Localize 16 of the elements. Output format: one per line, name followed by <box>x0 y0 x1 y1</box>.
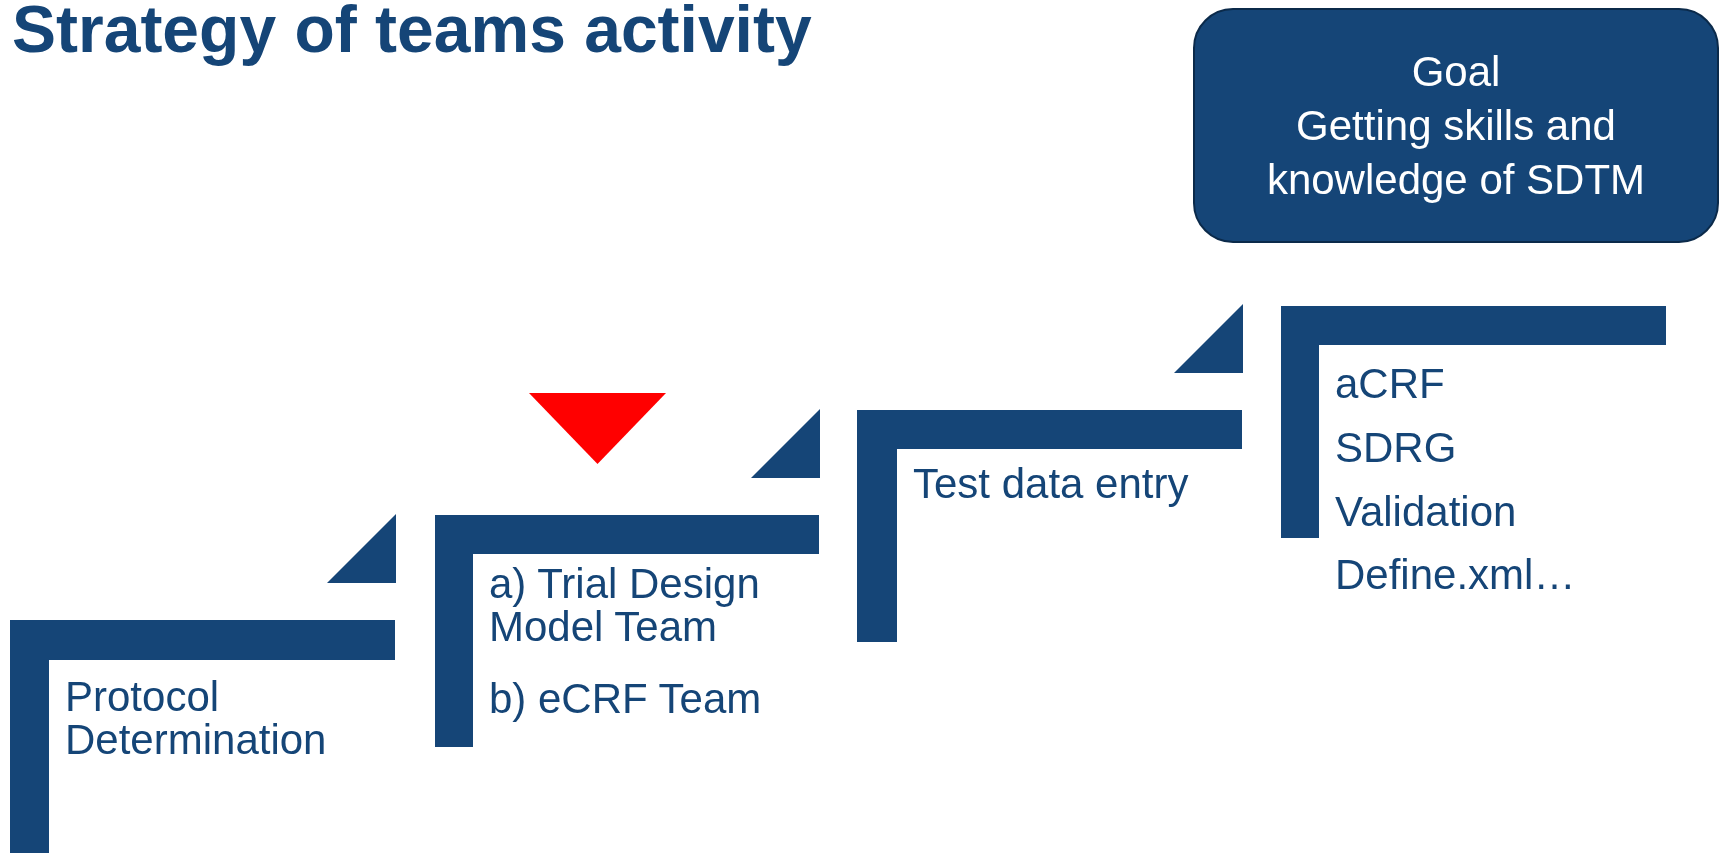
title: Strategy of teams activity <box>12 0 812 64</box>
step-shape <box>10 514 396 853</box>
step-shape <box>435 409 820 747</box>
goal-text: Goal <box>1410 46 1502 97</box>
step-label: Test data entry <box>913 460 1189 507</box>
step-label: SDRG <box>1335 424 1457 471</box>
step-label: a) Trial Design Model Team <box>489 562 761 648</box>
goal-box <box>1193 8 1719 243</box>
step-label: aCRF <box>1335 360 1445 407</box>
step-label: Protocol Determination <box>65 675 328 761</box>
marker-triangle <box>529 393 666 464</box>
step-shape <box>857 304 1243 642</box>
goal-text: Getting skills and knowledge of SDTM <box>1265 100 1647 205</box>
step-label: Define.xml… <box>1335 551 1576 598</box>
step-label: Validation <box>1335 488 1517 535</box>
step-label: b) eCRF Team <box>489 675 762 722</box>
